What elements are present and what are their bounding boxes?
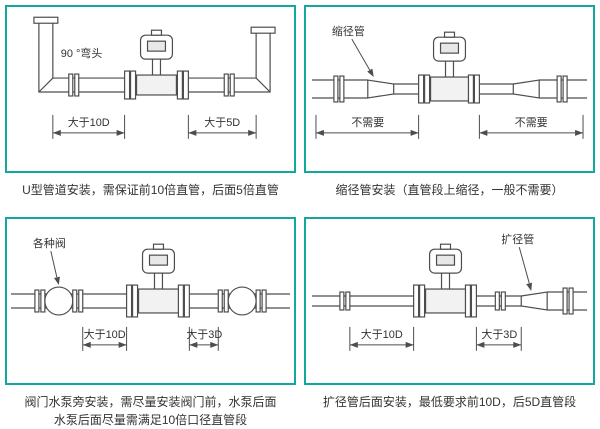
flowmeter <box>418 31 480 104</box>
dimension-lines <box>82 326 219 351</box>
panel-expander-caption: 扩径管后面安装，最低要求前10D，后5D直管段 <box>304 385 595 429</box>
valve-left <box>44 286 74 316</box>
valve-pump-diagram: 各种阀 大于10D 大于3D <box>10 236 291 351</box>
flowmeter <box>123 29 189 100</box>
dim-right-label: 大于3D <box>186 327 222 341</box>
pipe-run <box>33 16 276 97</box>
reducer-cone-right <box>512 79 540 99</box>
dim-right-label: 大于3D <box>481 327 517 341</box>
panel-u-type-caption: U型管道安装，需保证前10倍直管，后面5倍直管 <box>5 173 296 217</box>
valve-callout-label: 各种阀 <box>33 236 66 250</box>
panel-reducer-caption: 缩径管安装（直管段上缩径，一般不需要） <box>304 173 595 217</box>
valve-right <box>227 286 257 316</box>
caption-line: 阀门水泵旁安装，需尽量安装阀门前，水泵后面 <box>24 395 277 409</box>
expander-cone <box>520 291 548 311</box>
dim-left-label: 大于10D <box>361 327 403 341</box>
panel-valve-pump: 各种阀 大于10D 大于3D 阀门水泵旁安装，需尽量安装阀门前，水泵后面 水泵后… <box>5 217 296 429</box>
elbow-callout-label: 90 °弯头 <box>61 46 103 60</box>
panel-reducer: 缩径管 不需要 不需要 缩径管安装（直管段上缩径，一般不需要） <box>304 5 595 217</box>
caption-line: U型管道安装，需保证前10倍直管，后面5倍直管 <box>22 183 279 197</box>
panel-u-type-box: 90 °弯头 大于10D 大于5D <box>5 5 296 173</box>
dimension-lines <box>52 114 257 139</box>
expander-diagram: 扩径管 大于10D 大于3D <box>311 232 588 351</box>
flowmeter <box>413 243 478 318</box>
dim-left-label: 大于10D <box>84 327 126 341</box>
dim-right-label: 大于5D <box>204 115 240 129</box>
dimension-lines <box>315 114 584 139</box>
panel-expander: 扩径管 大于10D 大于3D 扩径管后面安装，最低要求前10D，后5D直管段 <box>304 217 595 429</box>
dimension-lines <box>349 326 522 351</box>
expander-callout-label: 扩径管 <box>501 232 534 246</box>
dim-right-label: 不需要 <box>515 116 548 129</box>
panel-u-type: 90 °弯头 大于10D 大于5D U型管道安装，需保证前10倍直管，后面5倍直… <box>5 5 296 217</box>
dim-left-label: 大于10D <box>68 115 110 129</box>
panel-reducer-box: 缩径管 不需要 不需要 <box>304 5 595 173</box>
reducer-callout-label: 缩径管 <box>332 24 365 38</box>
reducer-cone-left <box>367 79 395 99</box>
caption-line: 缩径管安装（直管段上缩径，一般不需要） <box>335 183 564 197</box>
panel-valve-pump-box: 各种阀 大于10D 大于3D <box>5 217 296 385</box>
flowmeter <box>125 243 190 318</box>
callout-leader <box>518 247 533 292</box>
u-type-diagram: 90 °弯头 大于10D 大于5D <box>33 16 276 139</box>
reducer-diagram: 缩径管 不需要 不需要 <box>311 24 588 139</box>
panel-valve-pump-caption: 阀门水泵旁安装，需尽量安装阀门前，水泵后面 水泵后面尽量需满足10倍口径直管段 <box>5 385 296 429</box>
callout-leader <box>50 251 60 286</box>
panel-expander-box: 扩径管 大于10D 大于3D <box>304 217 595 385</box>
pipe-run <box>311 75 588 103</box>
callout-leader <box>351 38 374 78</box>
dim-left-label: 不需要 <box>351 116 384 129</box>
caption-line: 扩径管后面安装，最低要求前10D，后5D直管段 <box>322 395 577 409</box>
caption-line: 水泵后面尽量需满足10倍口径直管段 <box>53 413 248 427</box>
